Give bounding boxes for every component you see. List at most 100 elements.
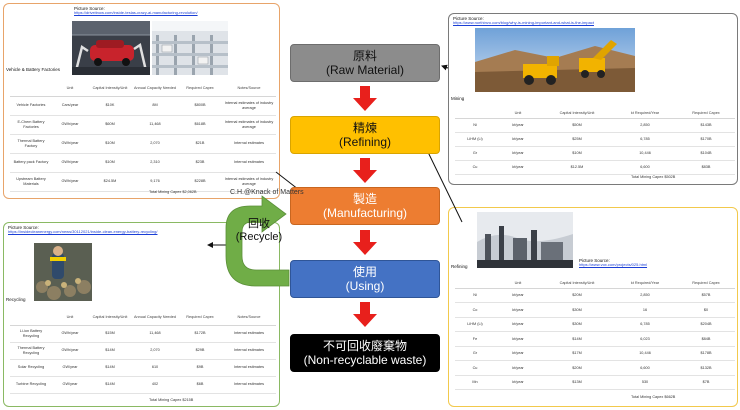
non-recyclable-waste-box: 不可回收廢棄物 (Non-recyclable waste) [290,334,440,372]
row-label: LiHM (Li) [455,317,495,332]
column-header: Unit [495,278,541,289]
table-cell: $20M [541,288,613,303]
table-cell: $170B [677,132,735,147]
factory-photo-robots [72,21,150,75]
table-cell: $10M [88,153,132,173]
using-en: (Using) [345,279,385,293]
table-cell: $15M [88,325,132,343]
table-cell: Internal estimates of industry average [222,115,276,135]
column-header: Required Capex [178,309,222,326]
row-label: Cu [455,360,495,376]
recycle-zh: 回收 [248,218,270,230]
table-cell: Cars/year [52,96,88,116]
table-cell: Internal estimates [222,325,276,343]
picture-source-url[interactable]: https://www.northinvo.com/blog/why-is-mi… [453,20,594,25]
vehicle-total: Total Mining Capex $2,062B [149,190,197,194]
recycle-label: 回收 (Recycle) [232,218,286,244]
mining-panel: Picture Source: https://www.northinvo.co… [448,13,738,185]
table-cell: kt/year [495,375,541,390]
table-cell: kt/year [495,118,541,133]
table-cell: $172B [178,325,222,343]
waste-zh: 不可回收廢棄物 [322,339,407,353]
table-cell: $60M [88,115,132,135]
table-cell: $204B [677,317,735,332]
table-cell: 11,468 [132,115,178,135]
table-cell: kt/year [495,346,541,361]
table-cell: kt/year [495,132,541,147]
manufacturing-en: (Manufacturing) [322,206,408,220]
picture-source-url[interactable]: https://www.vox.com/projects/025.html [579,262,648,267]
table-cell: Internal estimates [222,134,276,154]
table-cell: kt/year [495,160,541,175]
table-cell: 6,600 [613,160,677,175]
recycling-total: Total Mining Capex $215B [149,398,194,402]
table-cell: 10,446 [613,346,677,361]
row-label: LiHM (Li) [455,132,495,147]
column-header: Unit [495,108,541,119]
column-header: Annual Capacity Needed [132,309,178,326]
table-cell: $13M [541,375,613,390]
table-cell: 6,785 [613,132,677,147]
table-cell: $132B [677,360,735,376]
table-cell: 6,600 [613,360,677,376]
picture-source-url[interactable]: https://insidecleanenergy.com/news/30112… [8,229,158,234]
table-cell: $14M [88,342,132,360]
refining-en: (Refining) [338,135,392,149]
row-label: Thermal Battery Factory [10,134,52,154]
table-cell: $12.5M [541,160,613,175]
row-label: Ni [455,118,495,133]
column-header: Unit [52,309,88,326]
table-cell: $104B [677,146,735,161]
refining-zh: 精煉 [352,121,377,135]
row-label: Co [455,302,495,318]
column-header [455,278,495,289]
table-cell: $228B [178,172,222,192]
table-cell: $10M [541,146,613,161]
waste-en: (Non-recyclable waste) [303,353,427,367]
table-cell: 2,310 [132,153,178,173]
table-cell: $10M [88,134,132,154]
table-cell: $6B [178,376,222,394]
table-cell: 9,176 [132,172,178,192]
recycling-panel: Picture Source: https://insidecleanenerg… [3,222,280,407]
column-header: Notes/Source [222,309,276,326]
picture-source-url[interactable]: https://driveitnow.com/inside-teslas-cra… [74,10,198,15]
row-label: Gr [455,346,495,361]
column-header [455,108,495,119]
row-label: Li-ion Battery Recycling [10,325,52,343]
table-cell: GW/year [52,376,88,394]
column-header: Capital Intensity/Unit [88,80,132,97]
table-cell: 6,023 [613,331,677,347]
table-cell: $57B [677,288,735,303]
row-label: Cu [455,160,495,175]
table-cell: $14M [88,376,132,394]
column-header: Capital Intensity/Unit [541,278,613,289]
table-cell: 2,850 [613,288,677,303]
table-cell: $30M [541,302,613,318]
column-header: kt Required/Year [613,108,677,119]
table-cell: $0 [677,302,735,318]
table-cell: $30M [541,317,613,332]
table-cell: kt/year [495,288,541,303]
column-header: Capital Intensity/Unit [541,108,613,119]
column-header: Capital Intensity/Unit [88,309,132,326]
table-cell: $25M [541,132,613,147]
column-header: kt Required/Year [613,278,677,289]
column-header: Unit [52,80,88,97]
connector-refining-to-refine-box [425,147,463,223]
